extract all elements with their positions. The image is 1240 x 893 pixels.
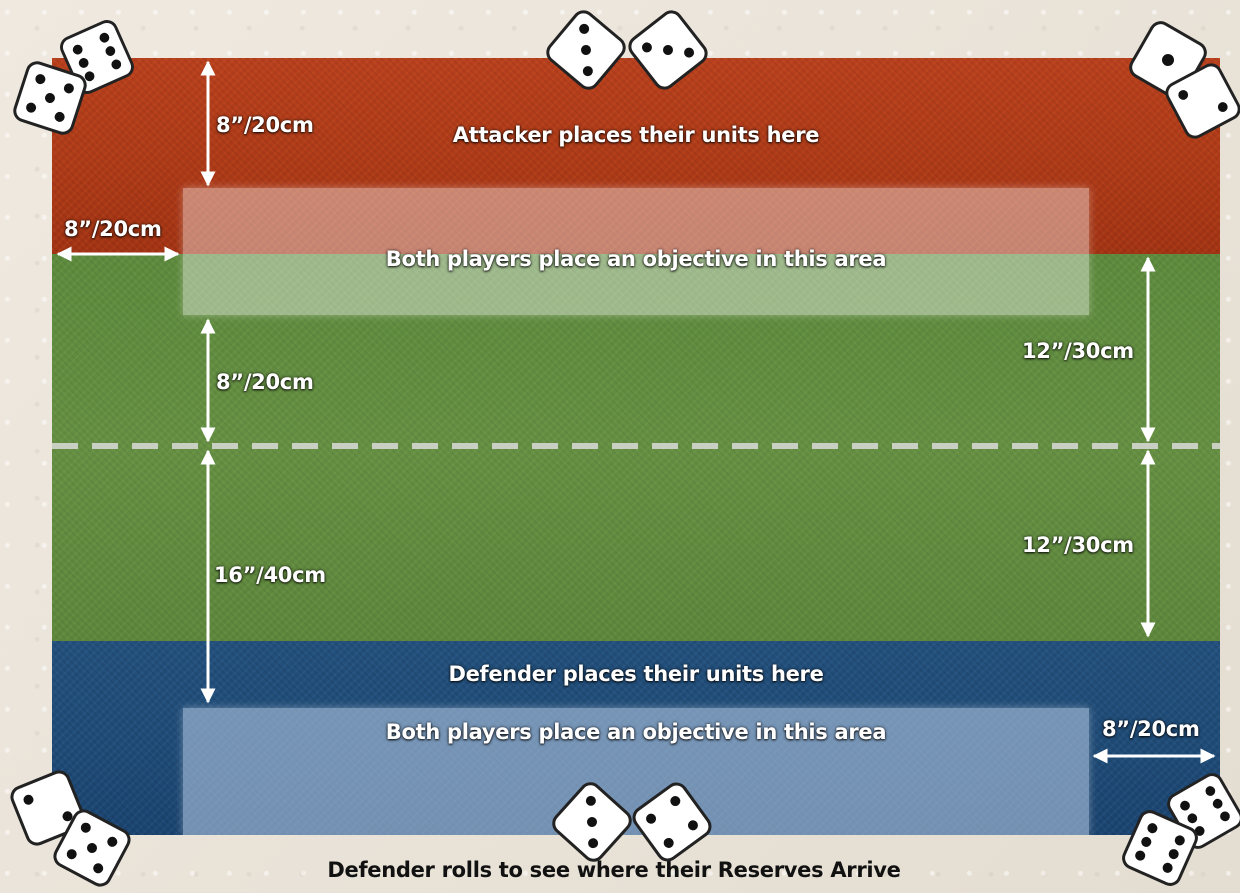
attacker-deployment-zone [52, 58, 1220, 254]
attacker-zone-label: Attacker places their units here [452, 123, 820, 147]
dice-icon [628, 10, 708, 90]
dice-icon [552, 782, 632, 862]
defender-zone-label: Defender places their units here [448, 662, 824, 686]
lower-half-label: 12”/30cm [1022, 533, 1134, 557]
objective-bottom-label: Both players place an objective in this … [385, 720, 887, 744]
attacker-depth-label: 8”/20cm [216, 113, 314, 137]
right-edge-label: 8”/20cm [1102, 717, 1200, 741]
dice-icon [10, 770, 86, 846]
reserves-caption: Defender rolls to see where their Reserv… [327, 858, 901, 882]
dice-icon [53, 809, 131, 887]
dice-icon [1122, 810, 1198, 886]
objective-area-top [183, 188, 1089, 315]
dice-icon [13, 61, 87, 135]
dice-icon [1165, 63, 1240, 139]
objective-top-label: Both players place an objective in this … [385, 247, 887, 271]
gap-to-centre-label: 8”/20cm [216, 370, 314, 394]
left-edge-label: 8”/20cm [64, 217, 162, 241]
upper-half-label: 12”/30cm [1022, 339, 1134, 363]
dice-icon [632, 782, 712, 862]
centre-to-objective-label: 16”/40cm [214, 563, 326, 587]
dice-icon [546, 10, 626, 90]
